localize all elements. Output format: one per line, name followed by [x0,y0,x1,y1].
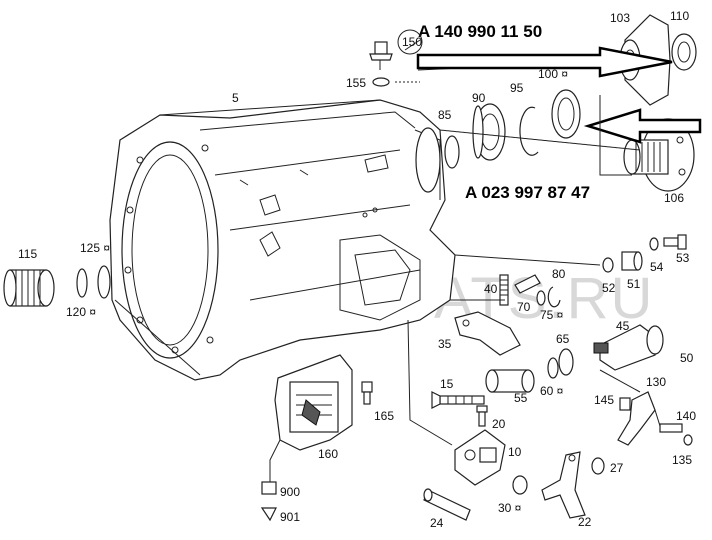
callout-160: 160 [318,447,338,461]
callout-140: 140 [676,409,696,423]
part-number-top: A 140 990 11 50 [418,22,542,41]
callout-30: 30 ¤ [498,501,522,515]
plug-901 [260,507,277,522]
ring-135 [683,434,693,446]
callout-70: 70 [517,300,531,314]
clip-80 [547,286,561,308]
callout-75: 75 ¤ [540,308,564,322]
pin-140 [659,423,683,433]
lever-22 [541,451,586,519]
shaft-24 [423,488,471,521]
callout-51: 51 [627,277,641,291]
callout-125: 125 ¤ [80,241,110,255]
callout-150: 150 [402,35,422,49]
callout-150-ring [397,29,423,55]
bearing-90 [472,103,506,161]
callout-52: 52 [602,281,616,295]
arrow-to-100 [583,108,702,144]
seal-65 [558,348,574,376]
ring-52 [602,257,614,273]
lever-10 [454,429,506,486]
connector-900 [261,481,277,495]
callout-130: 130 [646,375,666,389]
bolt-15 [431,391,485,409]
callout-90: 90 [472,91,486,105]
ring-125 [97,265,111,299]
gear-115 [3,269,55,307]
ring-85 [444,135,460,169]
pin-40 [499,274,509,306]
washer-54 [649,237,659,251]
seal-30 [512,475,528,495]
arrow-to-103 [416,46,673,78]
callout-15: 15 [440,377,454,391]
ring-120 [76,268,88,298]
callout-106: 106 [664,191,684,205]
bracket-130 [617,391,656,446]
bolt-145 [619,397,631,411]
part-number-middle: A 023 997 87 47 [465,183,590,202]
callout-80: 80 [552,267,566,281]
bolt-20 [476,405,488,427]
callout-53: 53 [676,251,690,265]
bolt-70 [514,274,541,294]
sensor-45 [593,324,664,371]
callout-110: 110 [670,9,689,23]
callout-115: 115 [18,247,37,261]
ring-60 [547,357,559,379]
callout-27: 27 [610,461,624,475]
callout-50: 50 [680,351,694,365]
bolt-53 [663,234,687,250]
snap-ring-95 [519,106,539,156]
ring-27 [591,457,605,475]
piston-55 [485,369,535,393]
callout-35: 35 [438,337,452,351]
callout-135: 135 [672,453,692,467]
transmission-housing [109,99,456,381]
callout-54: 54 [650,260,664,274]
callout-40: 40 [484,282,498,296]
leader-lines [269,95,661,482]
flange-106 [623,118,695,192]
callout-65: 65 [556,332,570,346]
ring-75 [536,290,546,306]
callout-5: 5 [232,91,239,105]
callout-120: 120 ¤ [66,305,96,319]
washer-155 [372,77,390,87]
callout-95: 95 [510,81,524,95]
callout-145: 145 [594,393,614,407]
callout-103: 103 [610,11,630,25]
nut-110 [671,33,697,71]
callout-10: 10 [508,445,522,459]
callout-20: 20 [492,417,506,431]
callout-24: 24 [430,516,444,530]
callout-85: 85 [438,108,452,122]
callout-labels: 5 10 15 20 22 24 27 30 ¤ 35 40 45 50 51 … [18,9,696,530]
seal-100 [551,89,581,139]
callout-155: 155 [346,76,366,90]
valve-body-160 [274,354,353,451]
callout-900: 900 [280,485,300,499]
plate-35 [454,311,521,356]
callout-22: 22 [578,515,592,529]
bolt-165 [361,381,373,405]
callout-55: 55 [514,391,528,405]
plug-150 [369,41,393,70]
callout-100: 100 ¤ [538,67,568,81]
callout-901: 901 [280,510,300,524]
callout-165: 165 [374,409,394,423]
callout-45: 45 [616,319,630,333]
callout-60: 60 ¤ [540,384,564,398]
sleeve-51 [621,251,643,271]
